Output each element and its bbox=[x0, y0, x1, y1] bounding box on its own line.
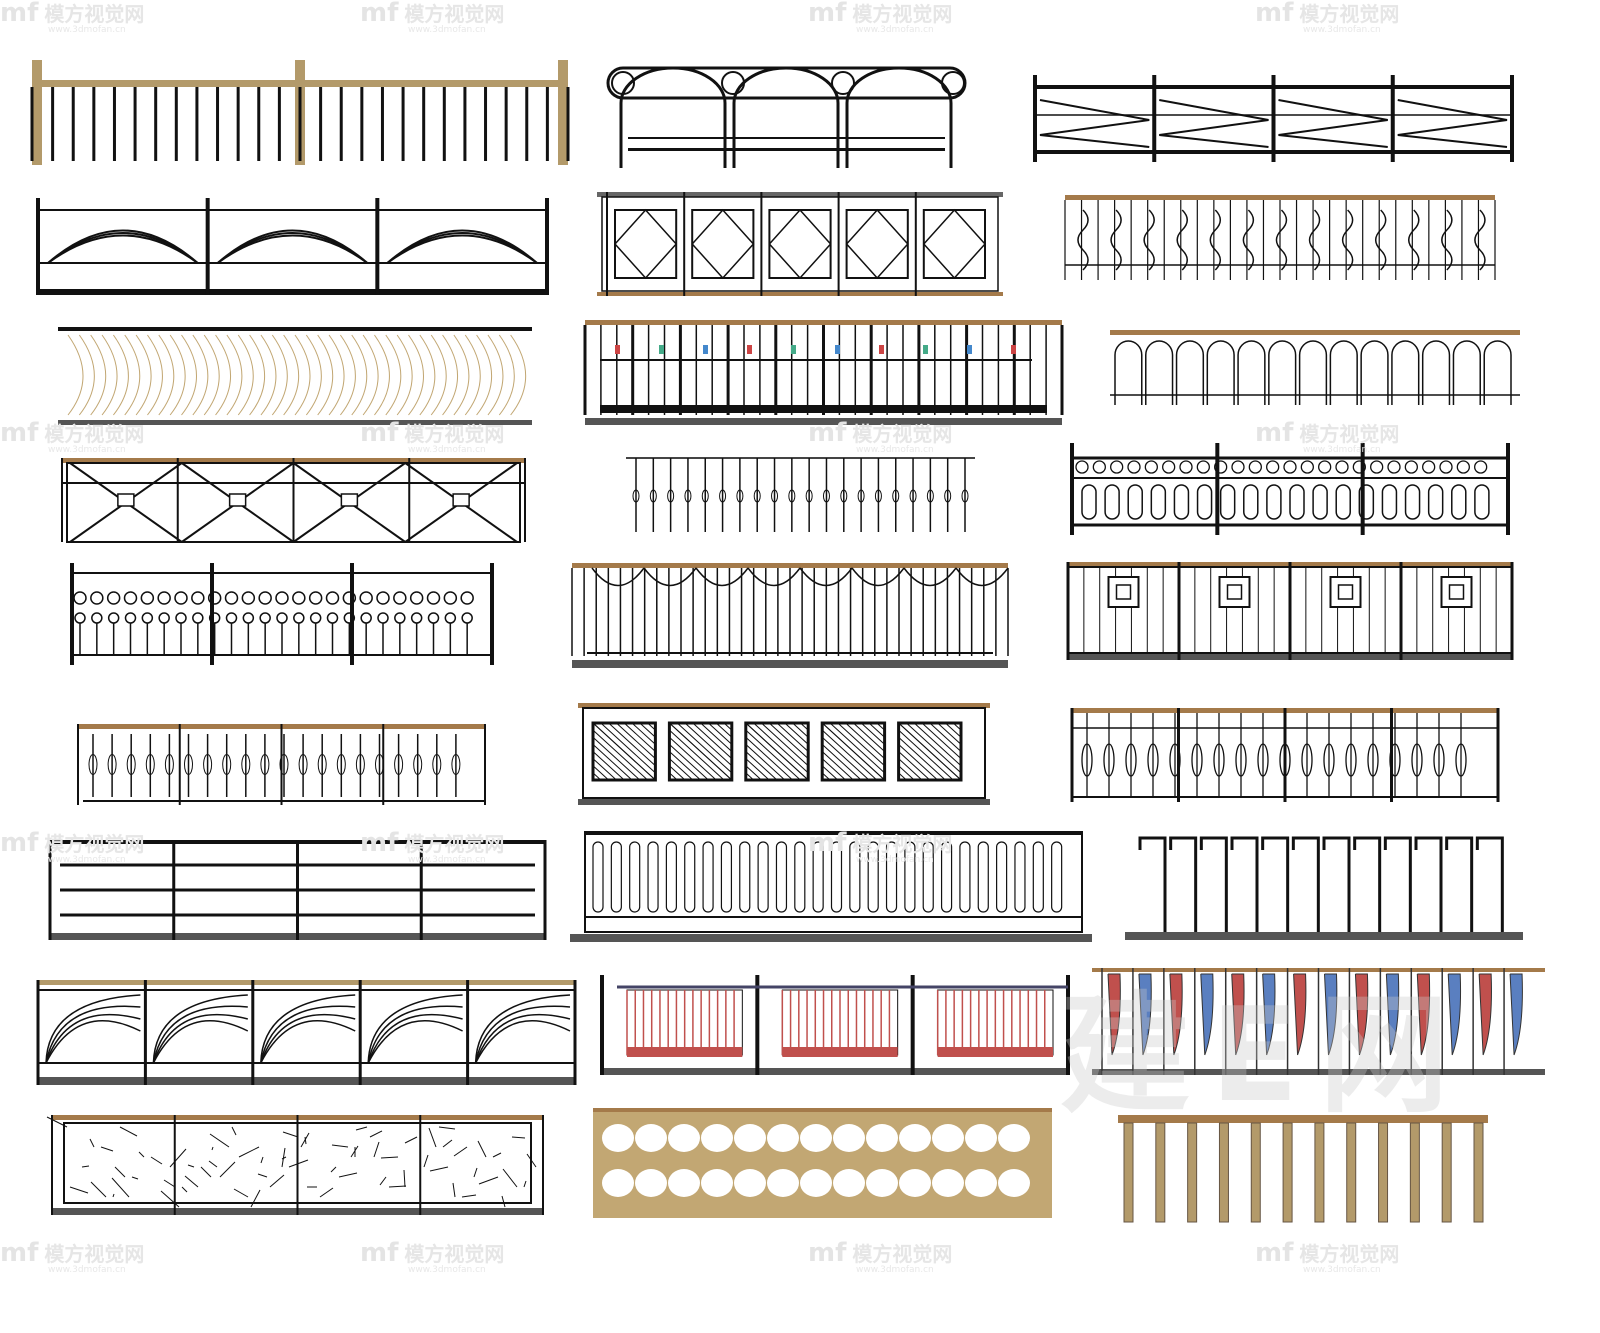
fan-curve-railing bbox=[36, 980, 577, 1085]
scroll-top-railing bbox=[1070, 443, 1510, 535]
organic-cutout-railing bbox=[593, 1108, 1052, 1218]
scroll-baluster-railing bbox=[1064, 195, 1496, 280]
oval-baluster-railing bbox=[1070, 708, 1500, 802]
hook-railing bbox=[1125, 836, 1523, 940]
loop-railing bbox=[1110, 330, 1520, 405]
horizontal-bar-railing bbox=[48, 840, 547, 940]
scroll-panel-railing bbox=[70, 563, 494, 665]
curved-slat-railing bbox=[58, 327, 532, 425]
stone-mosaic-railing bbox=[46, 1115, 544, 1215]
arc-pattern-railing bbox=[36, 198, 549, 295]
lattice-panel-railing bbox=[578, 703, 990, 805]
zigzag-railing bbox=[1033, 75, 1514, 162]
fan-top-railing bbox=[571, 563, 1009, 668]
big-watermark: 建E网 bbox=[1060, 979, 1469, 1131]
oval-motif-railing bbox=[570, 831, 1092, 942]
blade-railing bbox=[1092, 968, 1545, 1075]
knot-baluster-railing bbox=[626, 457, 975, 532]
wood-baluster-railing bbox=[30, 60, 570, 165]
red-panel-railing bbox=[600, 975, 1070, 1075]
ornament-baluster-railing bbox=[77, 724, 486, 805]
triple-arch-railing bbox=[606, 66, 967, 168]
glass-insert-railing bbox=[583, 320, 1064, 425]
pyramid-box-railing bbox=[1066, 562, 1514, 660]
wood-post-railing bbox=[1118, 1115, 1488, 1223]
x-box-railing bbox=[61, 458, 526, 543]
diamond-panel-railing bbox=[597, 192, 1003, 296]
